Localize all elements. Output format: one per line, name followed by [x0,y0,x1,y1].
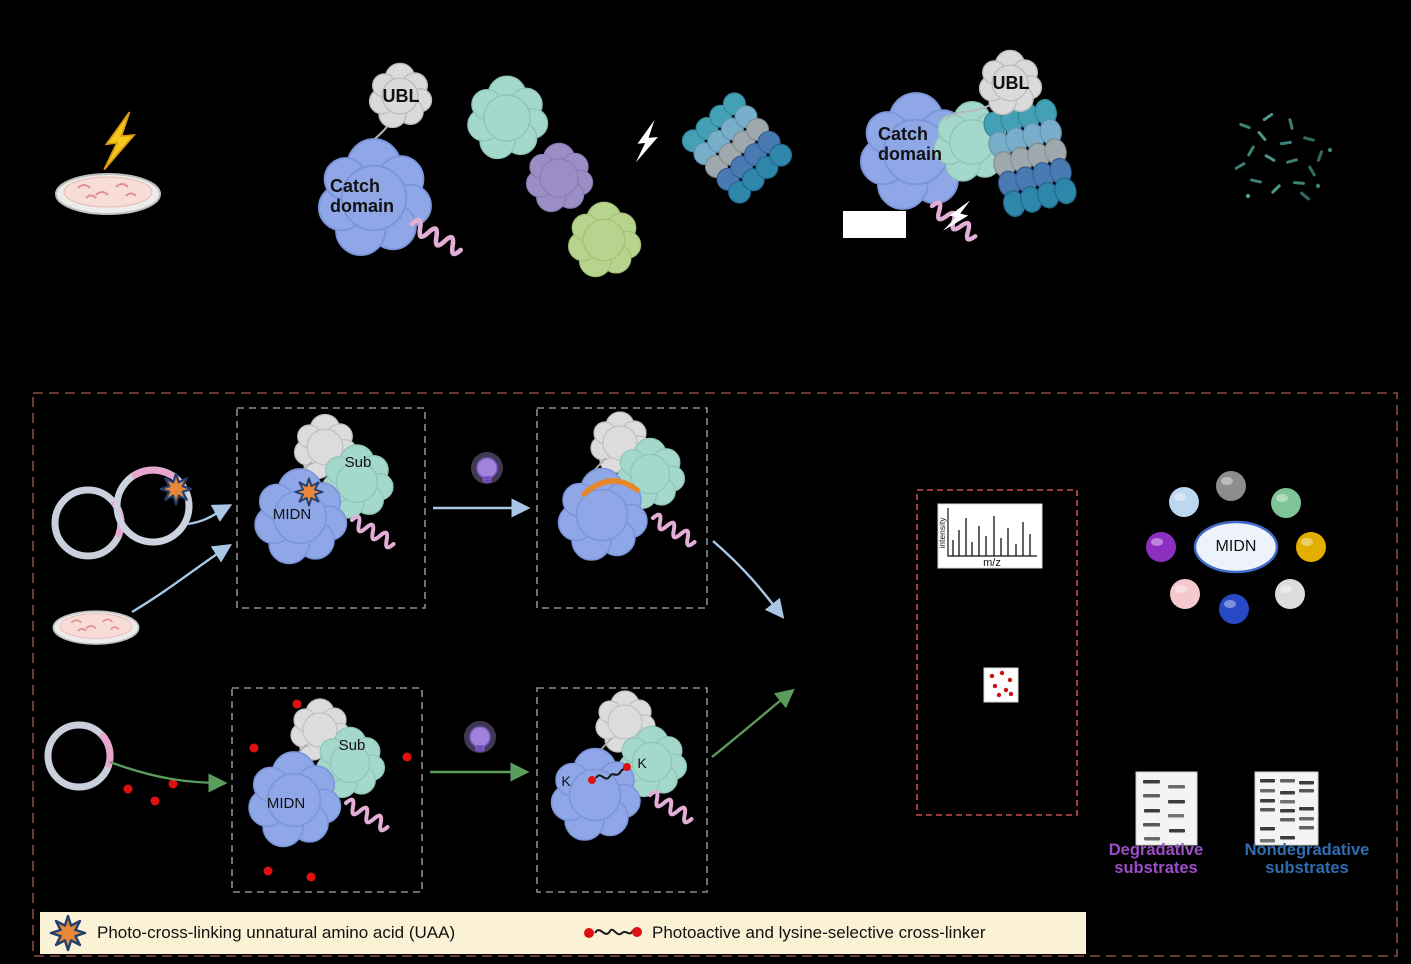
linker-complex-before-box [231,687,423,893]
stressed-cells-dish [55,111,161,215]
mass-spectrum-icon: intensity m/z [937,503,1043,569]
satellite-circle-silver [1275,579,1305,609]
crosslinker-dots [123,779,178,806]
satellite-circle-green [1271,488,1301,518]
spectrum-peaks [952,516,1031,556]
legend-linker-text: Photoactive and lysine-selective cross-l… [652,923,986,942]
legend-uaa-text: Photo-cross-linking unnatural amino acid… [97,923,456,942]
proteasome-icon [980,96,1080,220]
legend-uaa-star-icon [49,914,87,952]
k-label-left: K [561,773,571,789]
ubl-label-2: UBL [992,73,1030,93]
spectrum-ylabel: intensity [937,517,947,549]
k-label-right: K [637,755,647,771]
dashed-box [536,407,708,609]
satellite-circle-yellow [1296,532,1326,562]
nondegradative-label: Nondegradative substrates [1244,841,1370,878]
satellite-circle-lightblue [1169,487,1199,517]
uaa-complex-after-box [536,407,708,609]
degradative-label: Degradative substrates [1108,841,1204,878]
degradation-products [1234,112,1333,202]
white-rectangle [843,211,906,238]
satellite-circle-purple [1146,532,1176,562]
linker-complex-after-box [536,687,708,893]
catch-domain-label-1: Catch domain [330,176,395,217]
crosslink-arc [581,478,640,497]
midn-substrate-hub [1146,471,1326,624]
substrate-green-blob [568,201,642,278]
lightning-bolt-icon [103,111,135,171]
plasmid-insert [99,732,114,768]
dashed-box [231,687,423,893]
ubl-connector [945,104,991,121]
engaged-proteasome-complex [843,49,1080,241]
uaa-star-icon [159,472,193,506]
midn-fusion-construct [317,62,464,256]
uv-light-icon [463,720,497,754]
gel-bands [1260,779,1314,843]
results-box: intensity m/z [916,489,1078,816]
arrow-plasmid-to-box1 [187,504,233,526]
linker-plasmid [44,721,114,791]
crosslinker-dot [588,776,596,784]
spectrum-xlabel: m/z [983,557,1001,569]
uaa-plasmids [51,466,193,560]
midn-label-linker: MIDN [266,795,306,812]
results-dashed-border [916,489,1078,816]
helix-icon [648,510,700,550]
hub-midn-label: MIDN [1215,538,1257,555]
arrow-box4-to-analysis [711,688,795,758]
substrate-teal-blob [467,75,549,160]
uaa-star-icon [294,477,324,507]
uv-light-icon [470,451,504,485]
substrate-purple-blob [525,142,594,213]
helix-icon [347,512,399,552]
gel-degradative [1135,771,1198,846]
gel-bands [1143,780,1185,841]
petri-dish-icon [52,610,140,645]
dot-blot-panel [983,667,1019,703]
ubl-label-1: UBL [382,86,420,106]
dashed-box [536,687,708,893]
helix-icon [341,795,393,835]
uaa-complex-before-box [236,407,426,609]
satellite-circle-gray [1216,471,1246,501]
satellite-circle-blue [1219,594,1249,624]
dashed-box [236,407,426,609]
plasmid-insert [131,466,175,479]
sub-label-linker: Sub [338,737,366,754]
catch-domain-label-2: Catch domain [878,124,943,165]
crosslinker-dots [249,699,412,882]
gel-nondegradative [1254,771,1319,846]
petri-dish-icon [55,173,161,215]
arrow-dish-to-box1 [131,544,233,614]
arrow-plasmid-to-box3 [109,760,228,793]
sub-label-uaa: Sub [344,454,372,471]
satellite-circle-pink [1170,579,1200,609]
workflow-border [32,392,1398,957]
proteasome-icon [677,87,797,209]
helix-icon [645,787,697,827]
substrate-pool [467,75,642,278]
arrow-box2-to-analysis [712,540,785,619]
legend-bar [40,912,1086,954]
flash-bolt-icon [635,120,658,163]
legend-crosslinker-icon [584,927,642,938]
crosslinker-dot [623,763,631,771]
hub-ellipse [1193,520,1279,574]
plasmid-icon [51,486,125,560]
midn-label-uaa: MIDN [272,506,312,523]
